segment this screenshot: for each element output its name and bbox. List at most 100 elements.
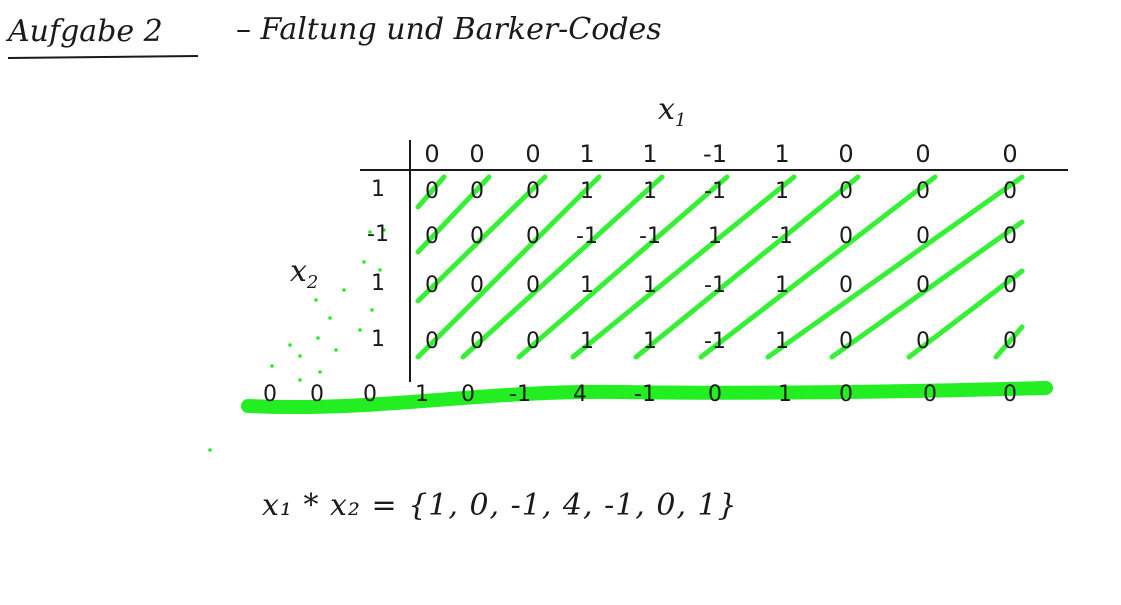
product-cell: 0 <box>526 273 540 298</box>
product-cell: 0 <box>916 273 930 298</box>
sum-cell: 1 <box>415 382 429 407</box>
x2-value: 1 <box>371 327 385 352</box>
diagonal-stroke <box>633 174 861 360</box>
sum-cell: 0 <box>708 382 722 407</box>
sum-cell: 0 <box>263 382 277 407</box>
x2-value: 1 <box>371 177 385 202</box>
x1-value: 0 <box>838 140 853 168</box>
result-equals: = <box>371 488 398 523</box>
x2-label-sub: 2 <box>306 272 319 293</box>
result-set: {1, 0, -1, 4, -1, 0, 1} <box>408 488 738 523</box>
diagonal-stroke <box>516 174 730 360</box>
product-cell: 0 <box>425 329 439 354</box>
guide-dot <box>298 378 302 382</box>
sum-cell: 4 <box>573 382 587 407</box>
product-cell: 0 <box>470 224 484 249</box>
x2-value: -1 <box>367 222 389 247</box>
diagonal-stroke <box>415 174 602 360</box>
product-cell: -1 <box>704 273 726 298</box>
product-cell: 0 <box>839 224 853 249</box>
sum-cell: -1 <box>634 382 656 407</box>
guide-dot <box>358 328 362 332</box>
page-title: Aufgabe 2 <box>8 14 163 49</box>
x1-value: 0 <box>424 140 439 168</box>
product-cell: 0 <box>839 329 853 354</box>
guide-dot <box>298 354 302 358</box>
diagonal-stroke <box>460 174 665 360</box>
guide-dot <box>362 260 366 264</box>
product-cell: 0 <box>425 224 439 249</box>
product-cell: 1 <box>580 273 594 298</box>
page-subtitle: – Faltung und Barker-Codes <box>236 12 662 47</box>
diagonal-stroke <box>415 174 447 210</box>
product-cell: 0 <box>916 179 930 204</box>
product-cell: -1 <box>704 179 726 204</box>
sum-highlight-band <box>241 381 1053 415</box>
product-cell: -1 <box>639 224 661 249</box>
product-cell: 0 <box>839 179 853 204</box>
guide-dot <box>334 348 338 352</box>
product-cell: -1 <box>771 224 793 249</box>
sum-cell: 0 <box>923 382 937 407</box>
result-lhs: x₁ * x₂ <box>262 488 361 523</box>
diagonal-stroke <box>829 219 1025 360</box>
product-cell: 0 <box>526 179 540 204</box>
x1-value: -1 <box>703 140 727 168</box>
product-cell: 0 <box>425 273 439 298</box>
diagonal-stroke <box>698 174 938 360</box>
sum-cell: 1 <box>778 382 792 407</box>
x1-value: 0 <box>469 140 484 168</box>
guide-dot <box>342 288 346 292</box>
product-cell: 0 <box>526 224 540 249</box>
product-cell: 0 <box>470 179 484 204</box>
x1-label-letter: x <box>658 92 675 127</box>
x1-value: 0 <box>525 140 540 168</box>
product-cell: 1 <box>775 329 789 354</box>
diagonal-stroke <box>993 324 1025 360</box>
guide-dot <box>328 316 332 320</box>
x1-value: 1 <box>579 140 594 168</box>
product-cell: 1 <box>643 273 657 298</box>
diagonal-stroke <box>570 174 797 360</box>
guide-dot <box>208 448 212 452</box>
product-cell: 0 <box>839 273 853 298</box>
diagonal-stroke <box>415 174 492 255</box>
x1-label-sub: 1 <box>674 110 687 131</box>
product-cell: 1 <box>775 179 789 204</box>
product-cell: 0 <box>1003 179 1017 204</box>
x2-label-letter: x <box>290 254 307 289</box>
product-cell: 1 <box>708 224 722 249</box>
product-cell: 1 <box>775 273 789 298</box>
sum-cell: 0 <box>1003 382 1017 407</box>
x1-value: 0 <box>915 140 930 168</box>
x2-label: x2 <box>290 254 318 293</box>
x1-value: 1 <box>774 140 789 168</box>
product-cell: 0 <box>526 329 540 354</box>
product-cell: 0 <box>916 329 930 354</box>
guide-dot <box>316 336 320 340</box>
product-cell: 1 <box>580 329 594 354</box>
product-cell: 1 <box>643 179 657 204</box>
product-cell: 0 <box>470 273 484 298</box>
product-cell: 0 <box>425 179 439 204</box>
guide-dot <box>288 343 292 347</box>
product-cell: 0 <box>916 224 930 249</box>
guide-dot <box>368 230 372 234</box>
product-cell: 0 <box>1003 273 1017 298</box>
product-cell: 0 <box>470 329 484 354</box>
x2-value: 1 <box>371 271 385 296</box>
product-cell: 0 <box>1003 329 1017 354</box>
product-cell: -1 <box>704 329 726 354</box>
guide-dot <box>382 228 386 232</box>
diagonal-stroke <box>906 268 1025 360</box>
x1-value: 1 <box>642 140 657 168</box>
result-equation: x₁ * x₂ = {1, 0, -1, 4, -1, 0, 1} <box>262 488 738 523</box>
sum-cell: 0 <box>839 382 853 407</box>
product-cell: -1 <box>576 224 598 249</box>
guide-dot <box>318 370 322 374</box>
diagonal-stroke <box>415 174 548 304</box>
sum-cell: 0 <box>310 382 324 407</box>
guide-dot <box>378 268 382 272</box>
product-cell: 1 <box>643 329 657 354</box>
